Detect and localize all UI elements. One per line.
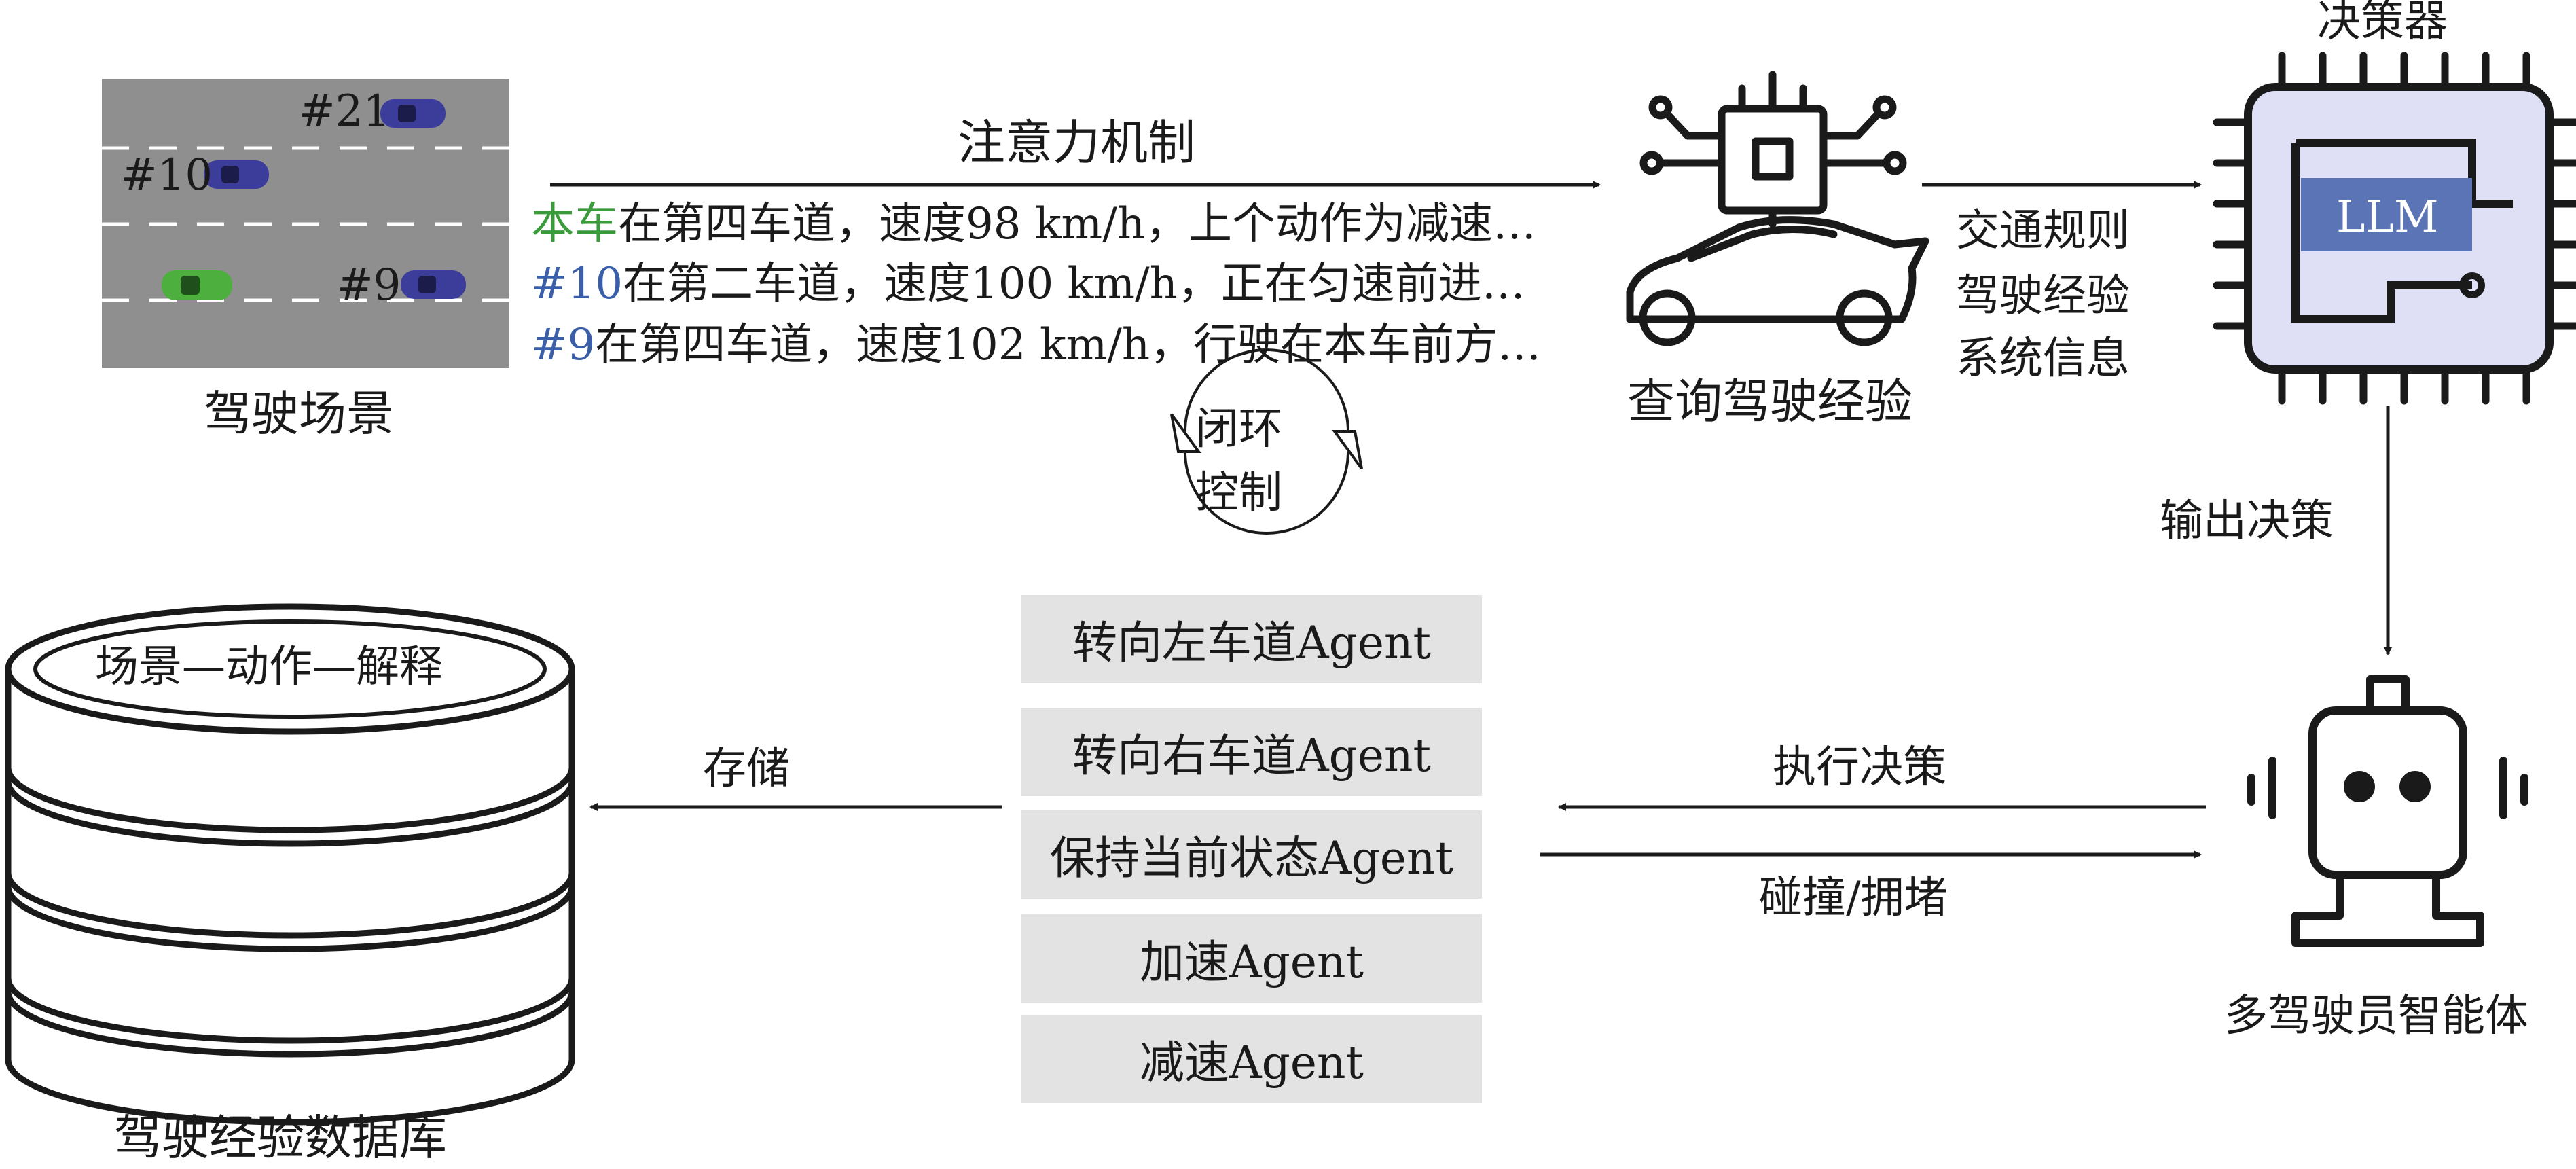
attention-label: 注意力机制 (958, 115, 1195, 170)
lane-info-9-text: 在第四车道，速度102 km/h，行驶在本车前方… (595, 320, 1542, 370)
query-experience-icon (1626, 71, 1929, 346)
database-ring-label: 场景—动作—解释 (95, 642, 443, 692)
lane-info-10: #10在第二车道，速度100 km/h，正在匀速前进… (531, 262, 1525, 306)
car-label-21: #21 (299, 86, 391, 137)
input-rules: 交通规则 (1956, 206, 2130, 256)
feedback-label: 碰撞/拥堵 (1759, 873, 1948, 923)
agent-accelerate: 加速Agent (1021, 914, 1482, 1003)
agent-keep-state: 保持当前状态Agent (1021, 810, 1482, 899)
car-label-10: #10 (121, 150, 213, 200)
lane-info-10-text: 在第二车道，速度100 km/h，正在匀速前进… (623, 259, 1525, 309)
driving-scene-caption: 驾驶场景 (204, 386, 394, 442)
database-icon (5, 603, 575, 1126)
lane-info-9: #9在第四车道，速度102 km/h，行驶在本车前方… (531, 323, 1541, 367)
driving-scene (102, 73, 509, 374)
database-caption: 驾驶经验数据库 (114, 1110, 447, 1166)
lane-info-ego-text: 在第四车道，速度98 km/h，上个动作为减速… (618, 199, 1537, 249)
execute-label: 执行决策 (1773, 742, 1946, 793)
car-21-icon (380, 99, 446, 128)
query-experience-caption: 查询驾驶经验 (1627, 374, 1912, 429)
output-decision-label: 输出决策 (2160, 496, 2334, 546)
agent-turn-left: 转向左车道Agent (1021, 595, 1482, 683)
decider-chip-icon (2213, 52, 2576, 405)
lane-info-ego: 本车在第四车道，速度98 km/h，上个动作为减速… (531, 202, 1536, 246)
car-label-9: #9 (337, 260, 401, 310)
robot-icon (2247, 675, 2528, 947)
lane-info-9-id: #9 (531, 320, 596, 370)
closed-loop-line1: 闭环 (1195, 404, 1282, 454)
input-experience: 驾驶经验 (1956, 271, 2130, 321)
ego-car-icon (162, 270, 232, 300)
closed-loop-icon (1170, 348, 1363, 535)
agent-decelerate: 减速Agent (1021, 1015, 1482, 1103)
agent-turn-right: 转向右车道Agent (1021, 708, 1482, 796)
car-10-icon (204, 160, 269, 189)
store-label: 存储 (703, 744, 790, 794)
llm-label: LLM (2336, 192, 2439, 242)
multi-agent-caption: 多驾驶员智能体 (2224, 991, 2528, 1041)
car-9-icon (401, 270, 466, 299)
decider-title: 决策器 (2317, 0, 2448, 47)
lane-info-ego-id: 本车 (531, 199, 618, 249)
closed-loop-line2: 控制 (1195, 468, 1282, 518)
lane-info-10-id: #10 (531, 259, 623, 309)
input-system-info: 系统信息 (1956, 334, 2130, 384)
